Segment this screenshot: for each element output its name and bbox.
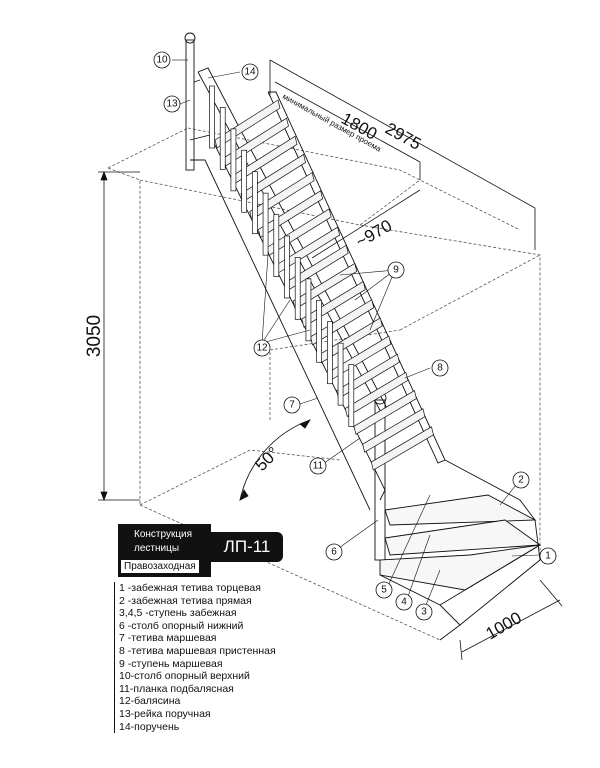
callout-number: 9 (393, 265, 399, 276)
callout-circle (253, 339, 271, 357)
baluster (241, 149, 247, 213)
march-step (301, 281, 366, 328)
march-step (353, 389, 417, 435)
baluster (305, 278, 312, 342)
baluster (348, 364, 355, 427)
legend-item: 14-поручень (119, 720, 180, 733)
title-direction: Правозаходная (120, 559, 200, 574)
stair-steps (214, 99, 434, 471)
callout-number: 13 (166, 99, 178, 110)
title-line-2: лестницы (134, 543, 179, 554)
baluster (316, 299, 322, 363)
height-label: 3050 (84, 315, 105, 357)
angle-label: 50° (251, 443, 283, 475)
callout-circle (539, 547, 557, 565)
callout-number: 12 (256, 343, 268, 354)
callout-number: 14 (244, 67, 256, 78)
callout-circle (163, 95, 181, 113)
march-step (336, 353, 400, 400)
march-step (266, 208, 332, 256)
legend-item: 2 -забежная тетива прямая (119, 594, 252, 607)
march-step (344, 371, 409, 417)
legend-item: 12-балясина (119, 695, 181, 708)
baluster (219, 107, 226, 170)
march-step (284, 244, 349, 292)
callout-circle (395, 593, 413, 611)
landing-label: 1000 (483, 608, 525, 643)
callout-number: 3 (421, 607, 427, 618)
callout-circle (283, 396, 301, 414)
baluster (273, 214, 280, 277)
march-step (292, 262, 358, 310)
callout-number: 7 (289, 400, 295, 411)
balusters (209, 85, 355, 427)
callout-number: 11 (313, 461, 324, 472)
callout-number: 6 (331, 547, 337, 558)
callout-number: 1 (545, 551, 551, 562)
callout-circle (309, 457, 327, 475)
angle-arc (239, 419, 311, 501)
callout-number: 5 (381, 585, 387, 596)
legend-item: 7 -тетива маршевая (119, 632, 217, 645)
legend-item: 9 -ступень маршевая (119, 657, 223, 670)
callout-circle (375, 581, 393, 599)
callout-number: 2 (518, 475, 524, 486)
callout-circle (153, 51, 171, 69)
landing-dimension (459, 579, 563, 661)
top-dimensions (269, 59, 536, 259)
baluster (327, 321, 333, 385)
baluster (337, 342, 344, 406)
title-left-panel: Конструкция лестницы Правозаходная (118, 524, 211, 577)
march-step (327, 335, 392, 382)
callout-circle (241, 63, 259, 81)
march-step (240, 153, 306, 203)
callout-circle (325, 543, 343, 561)
baluster (294, 257, 301, 320)
title-line-1: Конструкция (134, 529, 193, 540)
callout-circle (387, 261, 405, 279)
baluster (252, 171, 258, 235)
baluster (209, 85, 215, 149)
march-step (362, 408, 426, 453)
legend-item: 6 -столб опорный нижний (119, 619, 244, 632)
step-width-label: ~970 (353, 216, 396, 252)
march-step (249, 172, 315, 221)
baluster (284, 235, 290, 299)
march-step (370, 426, 434, 471)
callout-number: 8 (437, 363, 443, 374)
callout-circle (415, 603, 433, 621)
model-name: ЛП-11 (211, 532, 283, 562)
callout-number: 10 (156, 55, 168, 66)
legend-item: 13-рейка поручная (119, 707, 211, 720)
winder-steps (379, 459, 542, 641)
legend-item: 1 -забежная тетива торцевая (119, 582, 261, 594)
march-step (310, 299, 375, 346)
legend-item: 8 -тетива маршевая пристенная (119, 644, 276, 657)
title-block: Конструкция лестницы Правозаходная ЛП-11 (118, 524, 283, 577)
callout-number: 4 (401, 597, 407, 608)
baluster (262, 192, 269, 256)
baluster (230, 128, 237, 192)
legend-item: 3,4,5 -ступень забежная (119, 607, 237, 620)
callout-circle (512, 471, 530, 489)
legend-item: 11-планка подбалясная (119, 682, 234, 695)
legend-item: 10-столб опорный верхний (119, 670, 250, 683)
callout-circle (431, 359, 449, 377)
callouts: 10 14 13 9 12 8 7 11 2 6 1 5 4 3 (153, 51, 557, 621)
length-label: 2975 (382, 119, 424, 154)
height-dimension (98, 170, 140, 502)
